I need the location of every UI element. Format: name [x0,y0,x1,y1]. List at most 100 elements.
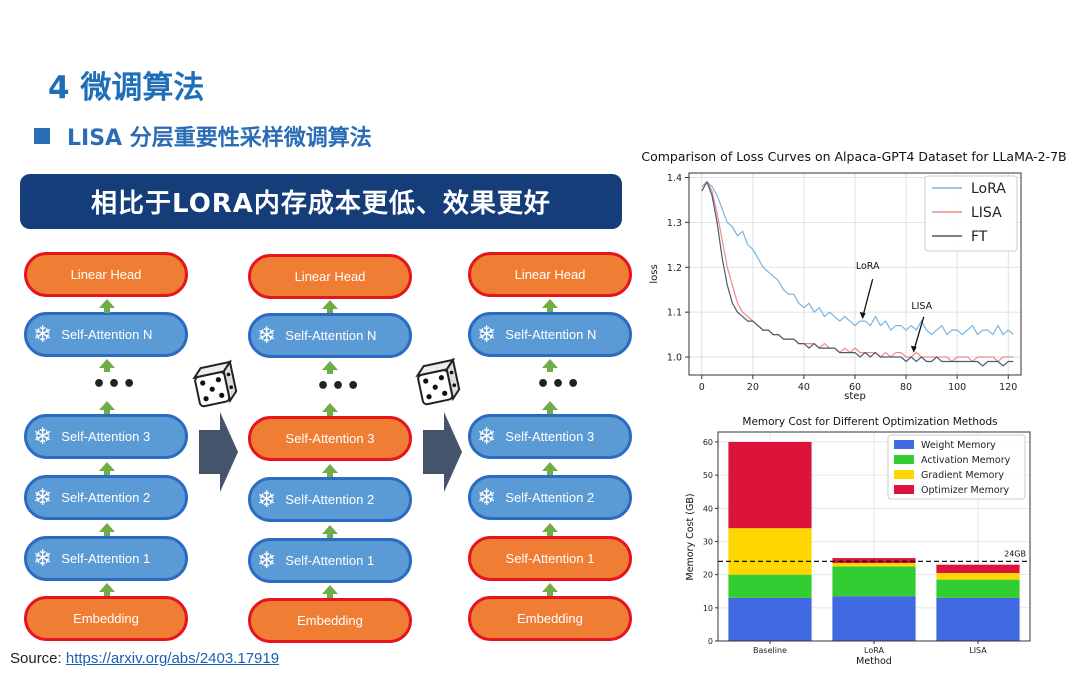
x-tick-label: 120 [999,382,1017,393]
up-arrow-icon [322,300,338,313]
bars [728,441,1020,641]
series-lines [701,180,1014,367]
annotation-arrowhead [859,312,866,320]
legend-swatch [894,440,914,449]
self-attention-1-block: ❄ Self-Attention 1 [24,536,188,581]
self-attention-3-block: ❄ Self-Attention 3 [468,414,632,459]
x-tick-label: LISA [969,646,987,655]
y-axis-label: loss [649,264,660,283]
legend-box [924,175,1018,252]
up-arrow-icon [542,299,558,312]
up-arrow-icon [542,359,558,372]
embedding-block: Embedding [468,596,632,641]
self-attention-3-block: Self-Attention 3 [248,416,412,461]
up-arrows [99,299,558,598]
up-arrow-icon [322,361,338,374]
bullet-square [34,128,50,144]
x-tick-label: Baseline [753,646,787,655]
snowflake-icon: ❄ [477,484,497,510]
y-tick-label: 30 [703,537,713,546]
bar-segment-baseline [728,528,812,575]
annotation-lisa: LISA [911,301,932,312]
x-tick-label: LoRA [864,646,884,655]
self-attention-1-block: Self-Attention 1 [468,536,632,581]
up-arrow-icon [322,464,338,477]
up-arrow-icon [542,523,558,536]
block-label: Self-Attention N [61,327,153,342]
x-tick-label: 0 [699,382,705,393]
legend-swatch [894,470,914,479]
legend-label: Gradient Memory [921,470,1004,481]
ellipsis: ••• [92,372,138,397]
up-arrow-icon [322,525,338,538]
legend-swatch [894,455,914,464]
up-arrow-icon [99,401,115,414]
up-arrow-icon [542,462,558,475]
snowflake-icon: ❄ [477,423,497,449]
legend-swatch [894,485,914,494]
y-tick-label: 60 [703,438,713,447]
block-label: Self-Attention 2 [61,490,151,505]
memory-cost-chart: Memory Cost for Different Optimization M… [685,416,1031,667]
linear-head-block: Linear Head [248,254,412,299]
self-attention-n-block: ❄Self-Attention N [468,312,632,357]
block-label: Self-Attention 2 [285,492,375,507]
x-axis-label: Method [856,656,892,667]
y-axis-label: Memory Cost (GB) [685,493,696,580]
block-label: Self-Attention N [285,328,377,343]
x-tick-label: 40 [798,382,810,393]
embedding-block: Embedding [248,598,412,643]
annotation-arrow [913,316,925,351]
up-arrow-icon [322,403,338,416]
block-label: Self-Attention 3 [61,429,151,444]
annotation-arrow [862,278,874,318]
next-step-arrow-icon [199,412,238,492]
self-attention-1-block: ❄Self-Attention 1 [248,538,412,583]
block-label: Self-Attention 1 [61,551,151,566]
annotation-lora: LoRA [856,261,880,272]
self-attention-2-block: ❄Self-Attention 2 [248,477,412,522]
y-tick-label: 40 [703,504,713,513]
bar-segment-lisa [936,572,1020,580]
self-attention-2-block: ❄ Self-Attention 2 [468,475,632,520]
source-link[interactable]: https://arxiv.org/abs/2403.17919 [65,650,280,667]
up-arrow-icon [322,585,338,598]
subtitle-row: LISA 分层重要性采样微调算法 [34,120,372,152]
snowflake-icon: ❄ [33,545,53,571]
y-tick-label: 1.3 [667,218,682,229]
legend-label: FT [971,229,988,245]
bar-segment-lisa [936,579,1020,598]
annotation-arrowhead [910,345,917,353]
bar-segment-baseline [728,441,812,529]
self-attention-n-block: ❄Self-Attention N [24,312,188,357]
chart-title: Memory Cost for Different Optimization M… [742,416,997,428]
bar-segment-lora [832,566,916,597]
y-tick-label: 50 [703,471,713,480]
ellipsis: ••• [536,372,582,397]
self-attention-3-block: ❄ Self-Attention 3 [24,414,188,459]
bar-segment-lisa [936,597,1020,641]
up-arrow-icon [99,523,115,536]
bar-segment-baseline [728,597,812,641]
dice-icon [415,357,461,406]
x-tick-label: 100 [948,382,966,393]
ellipsis: ••• [316,374,362,399]
block-label: Self-Attention 2 [505,490,595,505]
up-arrow-icon [99,299,115,313]
block-label: Self-Attention 1 [285,553,375,568]
block-label: Self-Attention 3 [505,429,595,444]
x-tick-label: 60 [849,382,861,393]
dice-icon [192,359,238,408]
legend-label: LISA [971,205,1002,221]
snowflake-icon: ❄ [33,423,53,449]
source-label: Source: [10,650,66,667]
snowflake-icon: ❄ [33,484,53,510]
embedding-block: Embedding [24,596,188,641]
legend-label: Optimizer Memory [921,485,1010,496]
snowflake-icon: ❄ [257,322,277,348]
self-attention-2-block: ❄ Self-Attention 2 [24,475,188,520]
up-arrow-icon [99,462,115,475]
y-tick-label: 10 [703,604,713,613]
